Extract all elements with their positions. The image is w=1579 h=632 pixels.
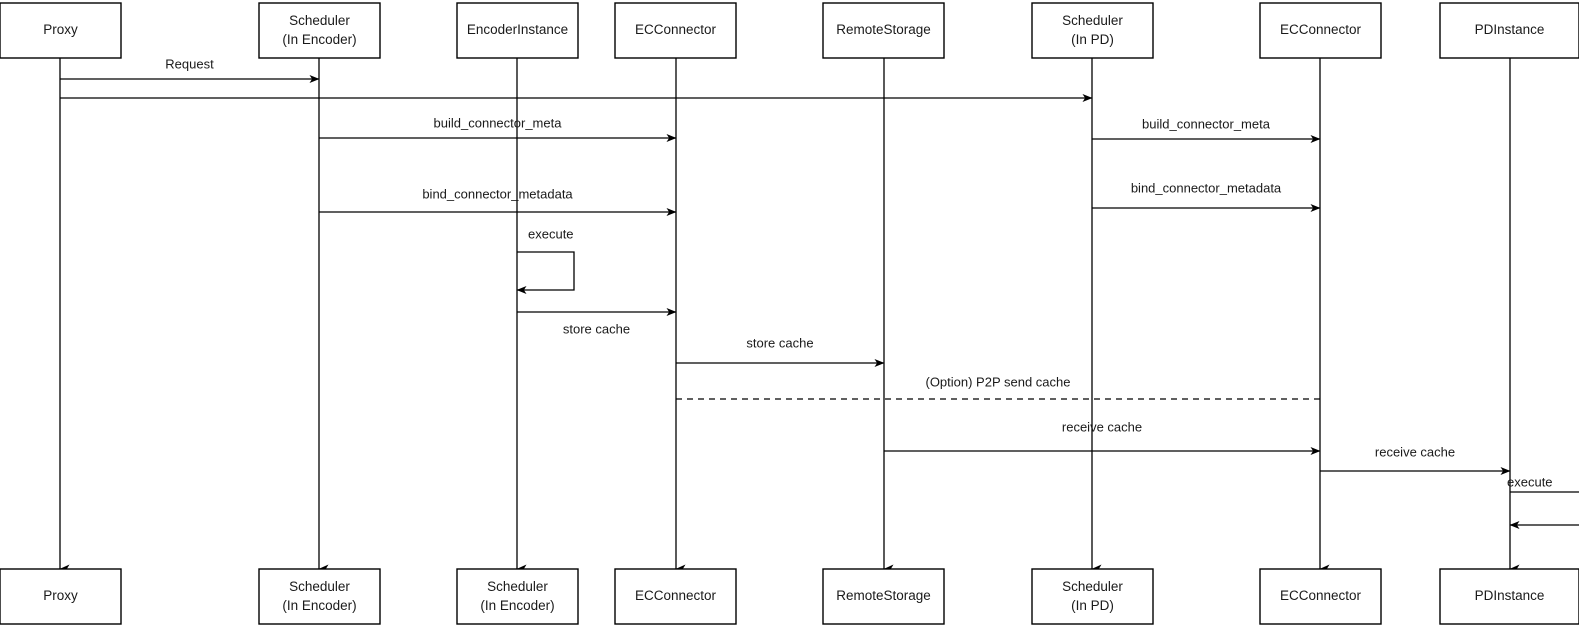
participant-label: RemoteStorage (836, 22, 931, 37)
lifelines-layer (59, 58, 1520, 574)
participant-label: EncoderInstance (467, 22, 568, 37)
participant-box-rect[interactable] (258, 2, 381, 59)
message-label: store cache (563, 321, 630, 336)
message-m11[interactable]: receive cache (1320, 444, 1511, 475)
participant-sublabel: (In Encoder) (282, 32, 356, 47)
message-m9[interactable]: (Option) P2P send cache (676, 374, 1320, 400)
participant-box-rect[interactable] (614, 2, 737, 59)
message-m1[interactable]: Request (60, 56, 320, 83)
participant-label: ECConnector (1280, 22, 1362, 37)
participant-label: Scheduler (1062, 579, 1123, 594)
participant-box-rect[interactable] (614, 568, 737, 625)
self-message-s1[interactable]: execute (516, 226, 575, 294)
participant-box-scheduler_encoder-bottom[interactable]: Scheduler (In Encoder) (258, 568, 381, 625)
participant-sublabel: (In Encoder) (282, 598, 356, 613)
participant-box-encoder_instance-bottom[interactable]: Scheduler (In Encoder) (456, 568, 579, 625)
participant-label: Scheduler (289, 579, 350, 594)
participant-box-rect[interactable] (822, 2, 945, 59)
message-label: Request (165, 56, 214, 71)
participant-sublabel: (In PD) (1071, 598, 1114, 613)
participant-box-ecconnector_pd-bottom[interactable]: ECConnector (1259, 568, 1382, 625)
participant-box-ecconnector_enc-top[interactable]: ECConnector (614, 2, 737, 59)
participant-box-rect[interactable] (1259, 568, 1382, 625)
message-m7[interactable]: store cache (517, 308, 677, 336)
message-label: store cache (746, 335, 813, 350)
message-m4[interactable]: build_connector_meta (1092, 116, 1321, 143)
participant-box-ecconnector_pd-top[interactable]: ECConnector (1259, 2, 1382, 59)
participant-box-rect[interactable] (456, 2, 579, 59)
participant-box-rect[interactable] (258, 568, 381, 625)
participant-box-remote_storage-top[interactable]: RemoteStorage (822, 2, 945, 59)
participant-box-rect[interactable] (1439, 2, 1579, 59)
participant-box-scheduler_pd-bottom[interactable]: Scheduler (In PD) (1031, 568, 1154, 625)
participant-label: RemoteStorage (836, 588, 931, 603)
message-m3[interactable]: build_connector_meta (319, 115, 677, 142)
message-m10[interactable]: receive cache (884, 419, 1321, 455)
message-label: receive cache (1062, 419, 1142, 434)
bottom-participant-boxes: Proxy Scheduler (In Encoder) Scheduler (In E… (0, 568, 1579, 625)
participant-label: Proxy (43, 588, 78, 603)
participant-label: PDInstance (1475, 22, 1545, 37)
participant-box-pd_instance-bottom[interactable]: PDInstance (1439, 568, 1579, 625)
participant-box-pd_instance-top[interactable]: PDInstance (1439, 2, 1579, 59)
message-label: receive cache (1375, 444, 1455, 459)
participant-box-rect[interactable] (1259, 2, 1382, 59)
self-message-path[interactable] (1509, 491, 1579, 529)
message-m5[interactable]: bind_connector_metadata (319, 186, 677, 216)
participant-label: ECConnector (635, 588, 717, 603)
participant-box-ecconnector_enc-bottom[interactable]: ECConnector (614, 568, 737, 625)
participant-box-rect[interactable] (1031, 2, 1154, 59)
participant-box-proxy-top[interactable]: Proxy (0, 2, 122, 59)
message-m8[interactable]: store cache (676, 335, 885, 367)
message-label: bind_connector_metadata (1131, 180, 1282, 195)
participant-label: ECConnector (635, 22, 717, 37)
self-messages-layer: execute execute (516, 226, 1579, 529)
participant-sublabel: (In Encoder) (480, 598, 554, 613)
self-message-path[interactable] (516, 251, 575, 294)
participant-label: Proxy (43, 22, 78, 37)
participant-box-scheduler_pd-top[interactable]: Scheduler (In PD) (1031, 2, 1154, 59)
participant-box-rect[interactable] (1031, 568, 1154, 625)
self-message-s2[interactable]: execute (1507, 474, 1579, 529)
participant-box-rect[interactable] (456, 568, 579, 625)
participant-sublabel: (In PD) (1071, 32, 1114, 47)
participant-box-proxy-bottom[interactable]: Proxy (0, 568, 122, 625)
participant-box-rect[interactable] (822, 568, 945, 625)
message-label: build_connector_meta (1142, 116, 1271, 131)
top-participant-boxes: Proxy Scheduler (In Encoder) EncoderInstanc… (0, 2, 1579, 59)
participant-box-rect[interactable] (0, 2, 122, 59)
message-label: bind_connector_metadata (422, 186, 573, 201)
participant-box-rect[interactable] (0, 568, 122, 625)
participant-box-scheduler_encoder-top[interactable]: Scheduler (In Encoder) (258, 2, 381, 59)
message-label: (Option) P2P send cache (925, 374, 1070, 389)
message-m6[interactable]: bind_connector_metadata (1092, 180, 1321, 212)
participant-label: ECConnector (1280, 588, 1362, 603)
participant-box-rect[interactable] (1439, 568, 1579, 625)
participant-label: Scheduler (1062, 13, 1123, 28)
participant-label: Scheduler (487, 579, 548, 594)
messages-layer: Request build_connector_meta build_connect… (60, 56, 1511, 475)
participant-box-encoder_instance-top[interactable]: EncoderInstance (456, 2, 579, 59)
self-message-label: execute (1507, 474, 1553, 489)
participant-label: PDInstance (1475, 588, 1545, 603)
participant-label: Scheduler (289, 13, 350, 28)
message-label: build_connector_meta (434, 115, 563, 130)
participant-box-remote_storage-bottom[interactable]: RemoteStorage (822, 568, 945, 625)
self-message-label: execute (528, 226, 574, 241)
